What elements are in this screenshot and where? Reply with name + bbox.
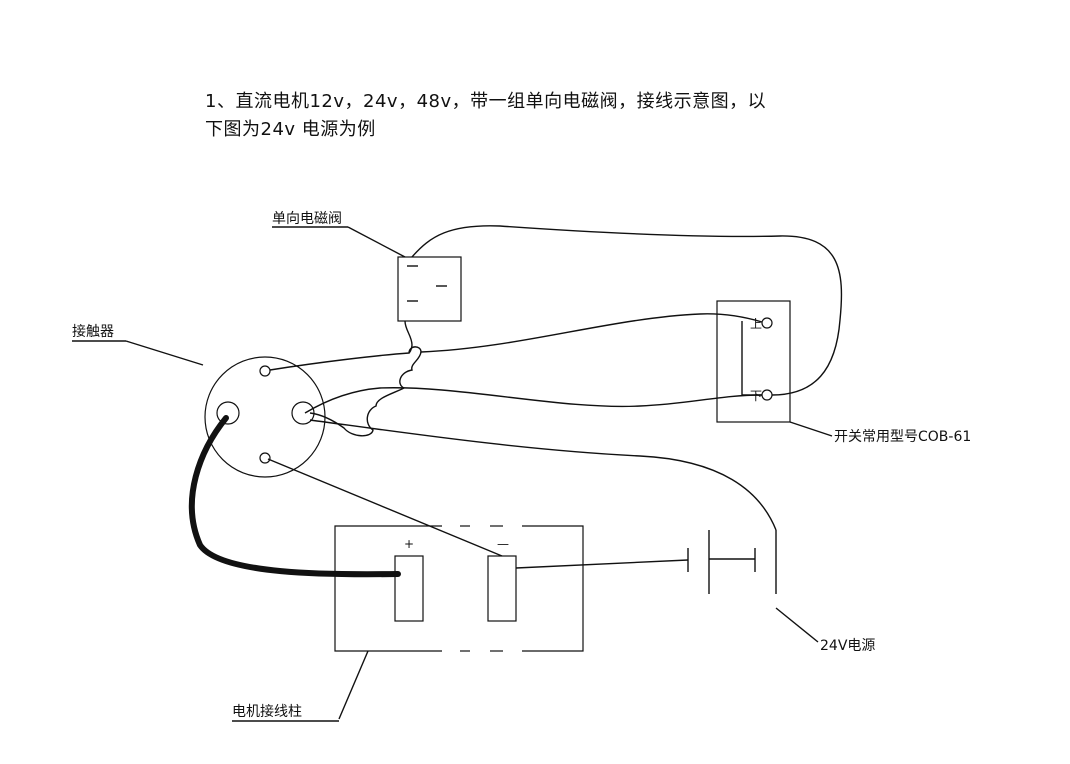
diagram-title: 1、直流电机12v，24v，48v，带一组单向电磁阀，接线示意图，以 下图为24…: [205, 88, 925, 144]
wire-contactor-to-power: [309, 419, 777, 531]
wire-solenoid-to-contactor-right: [309, 320, 422, 437]
contactor-label-leader: [125, 340, 204, 366]
title-line-1: 1、直流电机12v，24v，48v，带一组单向电磁阀，接线示意图，以: [205, 91, 767, 112]
wire-motor-minus-to-battery: [515, 559, 689, 569]
solenoid-valve-label: 单向电磁阀: [272, 211, 342, 227]
power-source: [687, 530, 777, 594]
switch-box: [716, 300, 791, 423]
motor-minus-post: [487, 555, 517, 622]
switch-model-label: 开关常用型号COB-61: [834, 429, 971, 445]
contactor: [204, 356, 326, 478]
motor-plus-post: [394, 555, 424, 622]
cable-contactor-left-to-motor-plus: [188, 415, 401, 578]
contactor-terminal-bottom: [259, 452, 271, 464]
title-line-2: 下图为24v 电源为例: [205, 119, 376, 140]
switch-terminal-up: [761, 317, 773, 329]
wire-switch-internal: [741, 321, 762, 396]
power-source-label: 24V电源: [820, 638, 875, 654]
power-label-leader: [775, 607, 819, 643]
motor-block-right-frame: [522, 525, 584, 652]
motor-label-leader: [338, 650, 369, 720]
switch: 上 下: [716, 300, 791, 423]
contactor-label: 接触器: [72, 323, 114, 340]
switch-down-label: 下: [750, 389, 762, 403]
motor-block-left-frame: [334, 525, 442, 652]
motor-terminal-block: + —: [334, 525, 584, 652]
switch-terminal-down: [761, 389, 773, 401]
motor-terminal-label: 电机接线柱: [232, 703, 302, 720]
solenoid-valve-box: [397, 256, 462, 322]
solenoid-valve: [397, 256, 462, 322]
wire-contactor-right-to-switch: [304, 387, 763, 414]
solenoid-label-leader: [347, 226, 406, 258]
contactor-terminal-top: [259, 365, 271, 377]
switch-label-leader: [789, 421, 833, 437]
wire-contactor-bottom-to-motor-minus: [267, 458, 503, 557]
motor-minus-label: —: [497, 537, 509, 551]
wire-contactor-top-to-switch-up: [269, 313, 763, 371]
wire-solenoid-to-switch-down: [411, 225, 843, 396]
motor-plus-label: +: [404, 537, 414, 551]
